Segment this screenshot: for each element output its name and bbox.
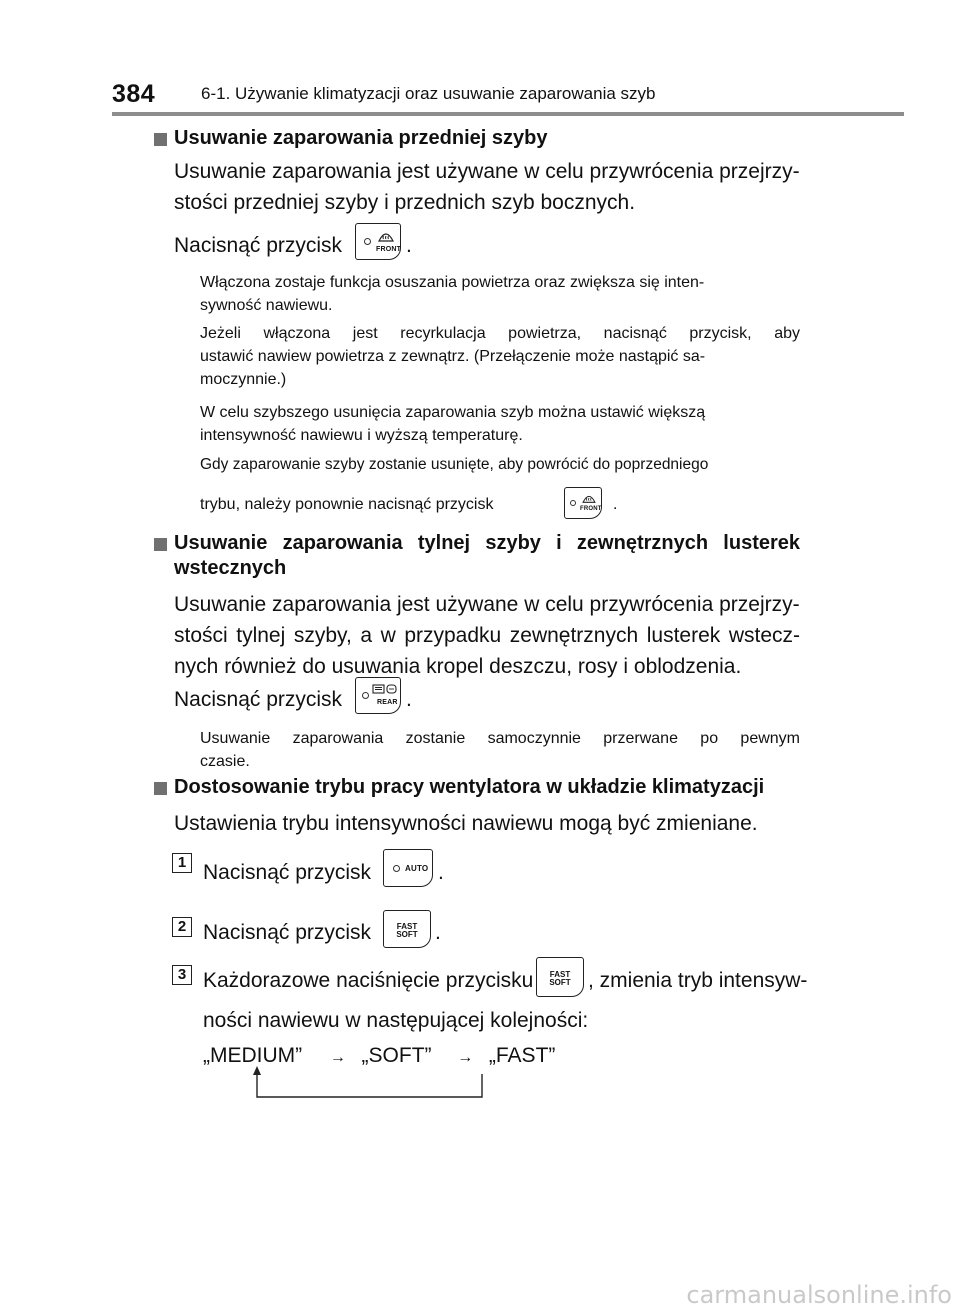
front-intro-line: Usuwanie zaparowania jest używane w celu… bbox=[174, 160, 800, 183]
step-number: 2 bbox=[172, 917, 192, 937]
rear-intro-line: stości tylnej szyby, a w przypadku zewnę… bbox=[174, 624, 800, 647]
section-bullet bbox=[154, 538, 167, 551]
arrow-right-icon: → bbox=[329, 1049, 346, 1066]
step2-text: Nacisnąć przycisk bbox=[203, 921, 372, 944]
rear-intro: Usuwanie zaparowania jest używane w celu… bbox=[174, 589, 800, 682]
step3-line2: ności nawiewu w następującej kolejności: bbox=[203, 1009, 589, 1032]
soft-label: SOFT bbox=[549, 978, 571, 987]
front-note-3: W celu szybszego usunięcia zaparowania s… bbox=[200, 401, 800, 447]
soft-label: SOFT bbox=[396, 930, 418, 939]
rear-defroster-icon bbox=[372, 684, 397, 694]
section-bullet bbox=[154, 133, 167, 146]
indicator-light bbox=[362, 692, 369, 699]
note-line: Włączona zostaje funkcja osuszania powie… bbox=[200, 274, 705, 291]
auto-button-label: AUTO bbox=[405, 864, 429, 873]
note-line: Usuwanie zaparowania zostanie samoczynni… bbox=[200, 730, 800, 747]
note-line: czasie. bbox=[200, 753, 250, 770]
indicator-light bbox=[393, 865, 400, 872]
step3-text: Każdorazowe naciśnięcie przycisku bbox=[203, 969, 534, 992]
fast-soft-button[interactable]: FAST SOFT bbox=[383, 910, 431, 948]
fan-intro: Ustawienia trybu intensywności nawiewu m… bbox=[174, 812, 758, 835]
front-note-4-line2: trybu, należy ponownie nacisnąć przycisk bbox=[200, 496, 494, 513]
indicator-light bbox=[570, 500, 576, 506]
page-number: 384 bbox=[112, 80, 156, 108]
front-note-4-end: . bbox=[613, 496, 618, 513]
front-defroster-icon bbox=[582, 495, 596, 503]
section-heading-front: Usuwanie zaparowania przedniej szyby bbox=[174, 127, 548, 149]
rear-intro-line: nych również do usuwania kropel deszczu,… bbox=[174, 655, 742, 678]
watermark: carmanualsonline.info bbox=[686, 1281, 952, 1309]
mode-sequence: „MEDIUM” → „SOFT” → „FAST” bbox=[203, 1040, 555, 1073]
note-line: ustawić nawiew powietrza z zewnątrz. (Pr… bbox=[200, 348, 706, 365]
rear-defroster-button[interactable]: REAR bbox=[355, 677, 401, 714]
front-intro-line: stości przedniej szyby i przednich szyb … bbox=[174, 191, 636, 214]
rear-note: Usuwanie zaparowania zostanie samoczynni… bbox=[200, 727, 800, 773]
step1-text: Nacisnąć przycisk bbox=[203, 861, 372, 884]
section-heading-fan: Dostosowanie trybu pracy wentylatora w u… bbox=[174, 776, 765, 798]
cycle-return-arrow-icon bbox=[253, 1066, 483, 1098]
chapter-title: 6-1. Używanie klimatyzacji oraz usuwanie… bbox=[201, 84, 656, 103]
front-note-2: Jeżeli włączona jest recyrkulacja powiet… bbox=[200, 322, 800, 391]
arrow-right-icon: → bbox=[457, 1049, 474, 1066]
rear-press-end: . bbox=[406, 688, 412, 711]
fast-label: FAST bbox=[396, 922, 418, 931]
front-intro: Usuwanie zaparowania jest używane w celu… bbox=[174, 156, 800, 218]
fast-label: FAST bbox=[549, 970, 571, 979]
step-number: 3 bbox=[172, 965, 192, 985]
step2-end: . bbox=[435, 921, 441, 944]
rear-button-label: REAR bbox=[377, 699, 398, 706]
mode-fast: „FAST” bbox=[488, 1044, 556, 1067]
front-note-4-line1: Gdy zaparowanie szyby zostanie usunięte,… bbox=[200, 456, 709, 473]
note-line: intensywność nawiewu i wyższą temperatur… bbox=[200, 427, 523, 444]
front-button-label: FRONT bbox=[580, 506, 602, 512]
mode-soft: „SOFT” bbox=[361, 1044, 432, 1067]
section-bullet bbox=[154, 782, 167, 795]
rear-intro-line: Usuwanie zaparowania jest używane w celu… bbox=[174, 593, 800, 616]
fast-soft-button[interactable]: FAST SOFT bbox=[536, 957, 584, 997]
rear-press-text: Nacisnąć przycisk bbox=[174, 688, 343, 711]
front-press-text: Nacisnąć przycisk bbox=[174, 234, 343, 257]
heading-line: wstecznych bbox=[174, 557, 287, 579]
front-press-end: . bbox=[406, 234, 412, 257]
note-line: sywność nawiewu. bbox=[200, 297, 333, 314]
heading-line: Usuwanie zaparowania tylnej szyby i zewn… bbox=[174, 532, 800, 554]
front-button-label: FRONT bbox=[376, 246, 402, 253]
auto-button[interactable]: AUTO bbox=[383, 849, 433, 887]
note-line: W celu szybszego usunięcia zaparowania s… bbox=[200, 404, 706, 421]
front-note-1: Włączona zostaje funkcja osuszania powie… bbox=[200, 271, 800, 317]
step-number: 1 bbox=[172, 853, 192, 873]
front-defroster-button[interactable]: FRONT bbox=[355, 223, 401, 260]
front-defroster-icon bbox=[378, 233, 394, 242]
indicator-light bbox=[364, 238, 371, 245]
note-line: moczynnie.) bbox=[200, 371, 287, 388]
note-line: Jeżeli włączona jest recyrkulacja powiet… bbox=[200, 325, 800, 342]
mode-medium: „MEDIUM” bbox=[203, 1044, 303, 1067]
step1-end: . bbox=[438, 861, 444, 884]
header-divider bbox=[112, 112, 904, 116]
section-heading-rear: Usuwanie zaparowania tylnej szyby i zewn… bbox=[174, 532, 800, 580]
front-defroster-button[interactable]: FRONT bbox=[564, 487, 602, 519]
step3-after: , zmienia tryb intensyw- bbox=[588, 969, 808, 992]
